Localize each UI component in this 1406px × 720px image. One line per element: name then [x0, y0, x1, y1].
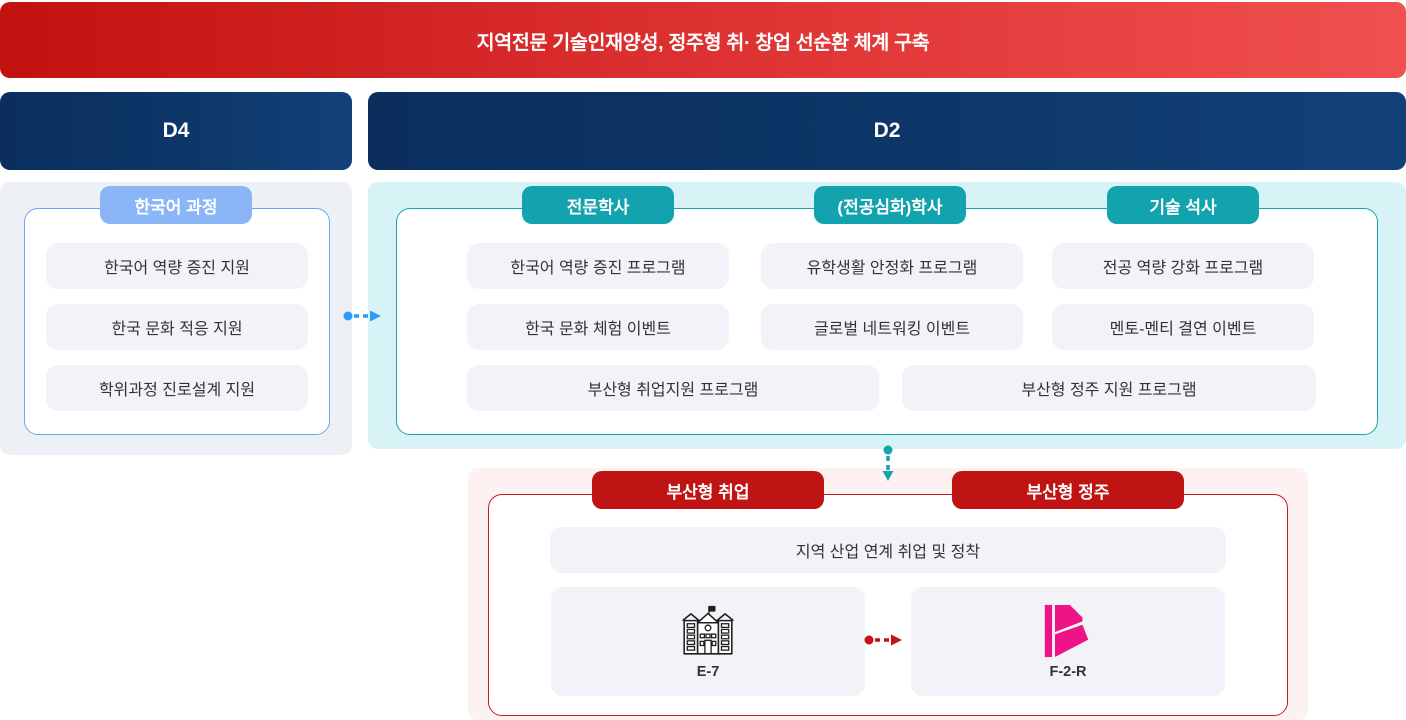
visa-f2r-card: F-2-R [911, 587, 1225, 696]
page-title: 지역전문 기술인재양성, 정주형 취· 창업 선순환 체계 구축 [476, 31, 930, 54]
list-item: 전공 역량 강화 프로그램 [1052, 243, 1314, 289]
busan-employment-badge: 부산형 취업 [592, 471, 824, 509]
list-item: 한국 문화 적응 지원 [46, 304, 308, 350]
title-banner: 지역전문 기술인재양성, 정주형 취· 창업 선순환 체계 구축 [0, 2, 1406, 78]
track-header-d2: D2 [368, 92, 1406, 170]
track-d2-label: D2 [873, 119, 901, 142]
intensive-major-badge-label: (전공심화)학사 [837, 197, 943, 217]
list-item: 학위과정 진로설계 지원 [46, 365, 308, 411]
list-item: 유학생활 안정화 프로그램 [761, 243, 1023, 289]
list-item: 글로벌 네트워킹 이벤트 [761, 304, 1023, 350]
list-item: 부산형 정주 지원 프로그램 [902, 365, 1316, 411]
campus-building-icon [682, 605, 734, 655]
visa-e7-card: E-7 [551, 587, 865, 696]
visa-e7-label: E-7 [696, 663, 720, 680]
blue-dashed-arrow-icon [343, 310, 381, 322]
list-item: 한국어 역량 증진 프로그램 [467, 243, 729, 289]
busan-b-logo-icon [1044, 604, 1089, 657]
teal-dashed-arrow-icon [882, 445, 894, 481]
degree-programs-panel: 전문학사 (전공심화)학사 기술 석사 한국어 역량 증진 프로그램 한국 문화… [368, 182, 1406, 449]
intensive-major-badge: (전공심화)학사 [814, 186, 966, 224]
track-header-d4: D4 [0, 92, 352, 170]
korean-course-panel: 한국어 과정 한국어 역량 증진 지원 한국 문화 적응 지원 학위과정 진로설… [0, 182, 352, 455]
visa-f2r-label: F-2-R [1049, 663, 1087, 680]
tech-master-badge: 기술 석사 [1107, 186, 1259, 224]
associate-degree-badge: 전문학사 [522, 186, 674, 224]
korean-course-badge: 한국어 과정 [100, 186, 252, 224]
associate-degree-badge-label: 전문학사 [566, 197, 630, 217]
korean-course-box: 한국어 역량 증진 지원 한국 문화 적응 지원 학위과정 진로설계 지원 [24, 208, 330, 435]
korean-course-badge-label: 한국어 과정 [134, 197, 218, 217]
list-item: 지역 산업 연계 취업 및 정착 [550, 527, 1226, 573]
busan-outcome-panel: 부산형 취업 부산형 정주 지역 산업 연계 취업 및 정착 [468, 468, 1308, 720]
tech-master-badge-label: 기술 석사 [1149, 197, 1217, 217]
busan-employment-badge-label: 부산형 취업 [666, 482, 750, 502]
degree-programs-box: 한국어 역량 증진 프로그램 한국 문화 체험 이벤트 유학생활 안정화 프로그… [396, 208, 1378, 435]
busan-settlement-badge-label: 부산형 정주 [1026, 482, 1110, 502]
list-item: 한국 문화 체험 이벤트 [467, 304, 729, 350]
list-item: 부산형 취업지원 프로그램 [467, 365, 879, 411]
red-dashed-arrow-icon [864, 634, 902, 646]
track-d4-label: D4 [162, 119, 190, 142]
list-item: 멘토-멘티 결연 이벤트 [1052, 304, 1314, 350]
list-item: 한국어 역량 증진 지원 [46, 243, 308, 289]
busan-outcome-box: 지역 산업 연계 취업 및 정착 [488, 494, 1288, 716]
busan-settlement-badge: 부산형 정주 [952, 471, 1184, 509]
